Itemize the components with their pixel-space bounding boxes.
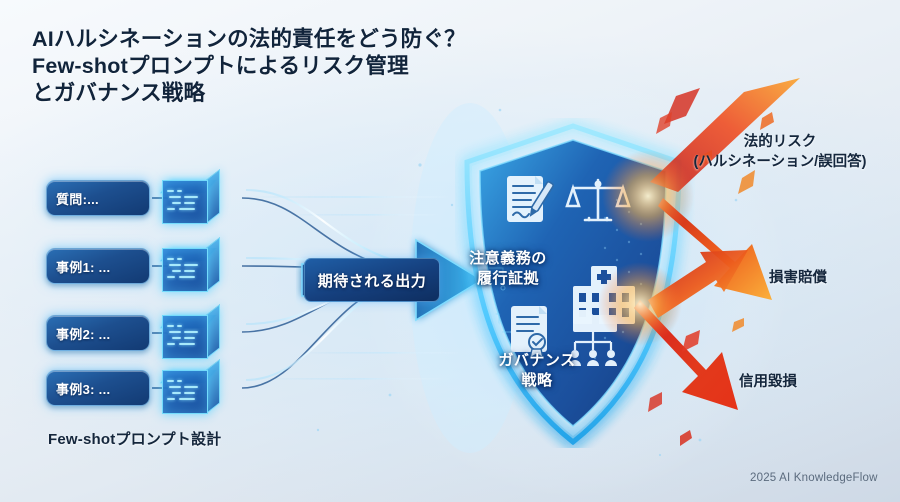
shield-graphic bbox=[464, 123, 682, 446]
risk-label-legal: 法的リスク (ハルシネーション/誤回答) bbox=[693, 134, 867, 170]
arrow-label-text: 期待される出力 bbox=[317, 272, 427, 290]
shield-text-bottom: ガバナンス 戦略 bbox=[498, 352, 576, 389]
shield-text-top: 注意義務の 履行証拠 bbox=[469, 250, 547, 287]
left-section-caption: Few-shotプロンプト設計 bbox=[48, 431, 222, 448]
prompt-box[interactable]: 事例3: ... bbox=[46, 370, 150, 406]
prompt-box[interactable]: 事例2: ... bbox=[46, 315, 150, 351]
prompt-box-label: 事例1: ... bbox=[56, 259, 111, 275]
certificate-seal-icon bbox=[511, 306, 547, 360]
prompt-box[interactable]: 質問:... bbox=[46, 180, 150, 216]
risk-label-reputation: 信用毀損 bbox=[739, 374, 797, 390]
arrow-label-chip: 期待される出力 bbox=[304, 258, 440, 302]
page-title: AIハルシネーションの法的責任をどう防ぐ？ Few-shotプロンプトによるリス… bbox=[32, 27, 466, 105]
server-cube-icon bbox=[159, 358, 220, 416]
expected-output-arrow: 期待される出力 bbox=[296, 232, 486, 328]
server-cube-icon bbox=[159, 303, 220, 361]
prompt-box-label: 事例3: ... bbox=[56, 381, 111, 397]
server-cube-icon bbox=[159, 236, 220, 294]
signed-document-icon bbox=[507, 176, 554, 222]
prompt-box-label: 質問:... bbox=[56, 191, 99, 207]
server-cube-icon bbox=[159, 168, 220, 226]
footer-credit: 2025 AI KnowledgeFlow bbox=[750, 472, 878, 484]
shield-icon: 注意義務の 履行証拠 ガバナンス 戦略 bbox=[455, 118, 695, 448]
risk-label-damages: 損害賠償 bbox=[769, 270, 827, 286]
prompt-box-label: 事例2: ... bbox=[56, 326, 111, 342]
prompt-box[interactable]: 事例1: ... bbox=[46, 248, 150, 284]
legal-risk-arrow bbox=[650, 78, 800, 300]
